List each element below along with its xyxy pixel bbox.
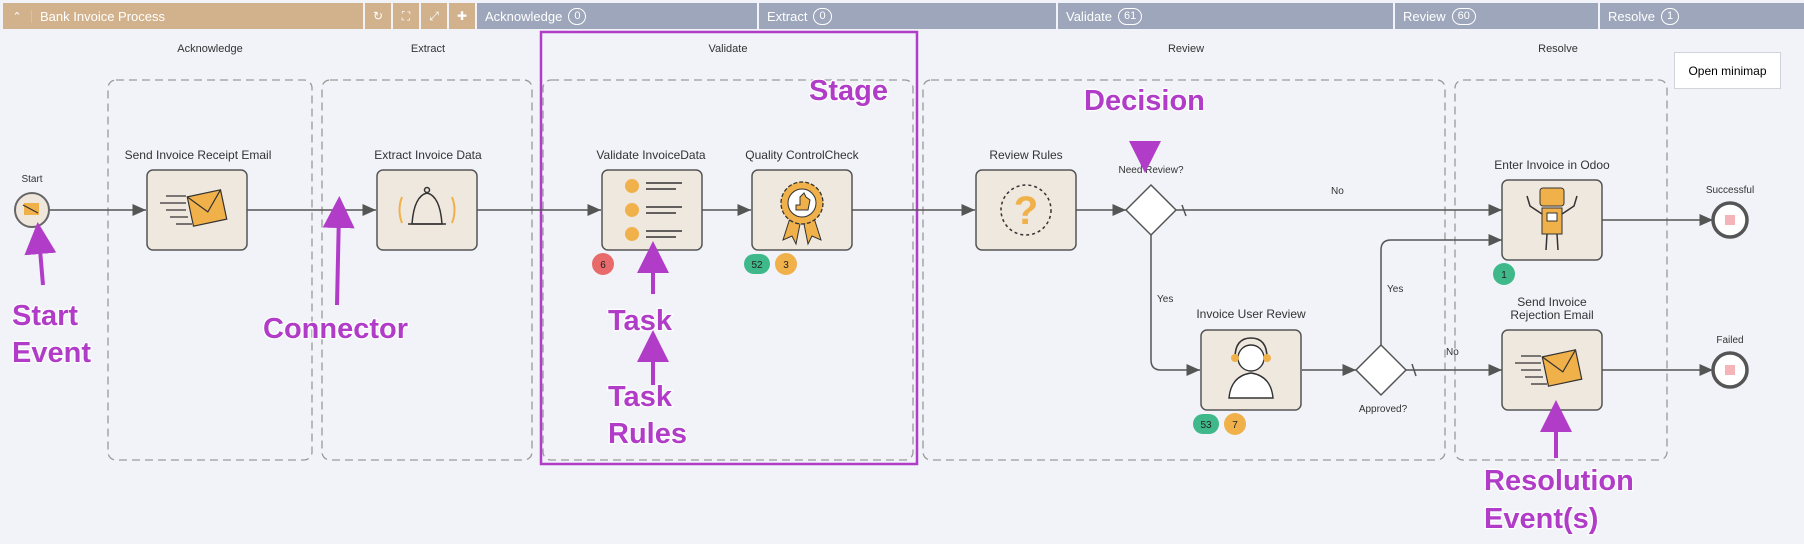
task-enter-invoice-odoo[interactable] (1501, 179, 1603, 261)
gateway-need-review[interactable] (1124, 183, 1178, 237)
badge-text: 1 (1501, 270, 1507, 281)
stage-label-acknowledge: Acknowledge (177, 43, 242, 55)
fullscreen-icon[interactable]: ⤢ (421, 3, 447, 29)
task-invoice-user-review[interactable] (1200, 329, 1302, 411)
badge-text: 53 (1200, 420, 1212, 431)
stage-label-validate: Validate (709, 43, 748, 55)
top-toolbar: ⌃ Bank Invoice Process ↻ ⛶ ⤢ ✚ Acknowled… (0, 0, 1804, 31)
tab-extract[interactable]: Extract 0 (759, 3, 1056, 29)
annotation-stage: Stage (809, 75, 888, 107)
process-header[interactable]: ⌃ Bank Invoice Process (3, 3, 363, 29)
envelope-icon (160, 189, 228, 227)
tab-acknowledge[interactable]: Acknowledge 0 (477, 3, 757, 29)
robot-icon (1526, 187, 1578, 251)
refresh-icon[interactable]: ↻ (365, 3, 391, 29)
start-label: Start (21, 174, 42, 185)
stage-box-review (922, 79, 1446, 461)
start-event[interactable] (14, 192, 50, 228)
badge-orange-count[interactable]: 7 (1224, 413, 1246, 435)
annotation-resolution-events: Resolution (1484, 465, 1634, 497)
add-icon[interactable]: ✚ (449, 3, 475, 29)
bell-icon (398, 186, 456, 225)
task-label-user-review: Invoice User Review (1196, 307, 1306, 321)
task-label-quality: Quality ControlCheck (745, 148, 859, 162)
task-validate-invoice-data[interactable] (601, 169, 703, 251)
edge-label-no: No (1446, 347, 1459, 358)
stage-label-resolve: Resolve (1538, 43, 1578, 55)
annotation-start-event: Start (12, 300, 78, 332)
task-label-enter-odoo: Enter Invoice in Odoo (1494, 158, 1610, 172)
tab-label: Extract (767, 8, 808, 24)
tab-count: 60 (1451, 7, 1476, 25)
task-label-extract: Extract Invoice Data (374, 148, 482, 162)
badge-text: 3 (783, 260, 789, 271)
gateway-label-approved: Approved? (1359, 404, 1408, 415)
task-label-send-receipt: Send Invoice Receipt Email (125, 148, 272, 162)
badge-green-count[interactable]: 52 (744, 254, 770, 274)
stage-box-validate (542, 79, 914, 461)
annotation-connector: Connector (263, 313, 408, 345)
annotation-task-rules: Task (608, 381, 673, 413)
tab-count: 0 (568, 7, 587, 25)
stage-box-acknowledge (107, 79, 313, 461)
annotation-task-rules: Rules (608, 418, 687, 450)
tab-validate[interactable]: Validate 61 (1058, 3, 1393, 29)
stage-box-extract (321, 79, 533, 461)
tab-count: 61 (1118, 7, 1143, 25)
process-title: Bank Invoice Process (40, 8, 166, 24)
chevron-up-icon[interactable]: ⌃ (3, 9, 32, 23)
tab-count: 1 (1660, 7, 1680, 25)
badge-green-count[interactable]: 1 (1493, 263, 1515, 285)
award-badge-icon (780, 181, 824, 246)
edge-label-no: No (1331, 186, 1344, 197)
tab-label: Resolve (1608, 8, 1655, 24)
stage-highlight (539, 30, 919, 466)
task-extract-invoice-data[interactable] (376, 169, 478, 251)
task-quality-control-check[interactable] (751, 169, 853, 251)
tab-label: Review (1403, 8, 1446, 24)
annotation-task: Task (608, 305, 673, 337)
gateway-label-need-review: Need Review? (1118, 165, 1183, 176)
badge-orange-count[interactable]: 3 (775, 253, 797, 275)
task-send-receipt-email[interactable] (146, 169, 248, 251)
edge-label-yes: Yes (1157, 294, 1173, 305)
annotation-resolution-events: Event(s) (1484, 503, 1598, 535)
task-label-rejection-2: Rejection Email (1510, 308, 1593, 322)
annotation-start-event: Event (12, 337, 91, 369)
task-label-review-rules: Review Rules (989, 148, 1062, 162)
checklist-icon (625, 179, 682, 241)
question-icon: ? (1000, 184, 1052, 236)
badge-text: 52 (751, 260, 763, 271)
badge-text: 7 (1232, 420, 1238, 431)
badge-green-count[interactable]: 53 (1193, 414, 1219, 434)
stage-label-extract: Extract (411, 43, 445, 55)
svg-text:?: ? (1014, 189, 1038, 233)
open-minimap-button[interactable]: Open minimap (1674, 52, 1781, 89)
gateway-approved[interactable] (1354, 343, 1408, 397)
task-send-rejection-email[interactable] (1501, 329, 1603, 411)
badge-text: 6 (600, 260, 606, 271)
tab-review[interactable]: Review 60 (1395, 3, 1598, 29)
annotation-decision: Decision (1084, 85, 1205, 117)
tab-count: 0 (813, 7, 832, 25)
badge-red-count[interactable]: 6 (592, 253, 614, 275)
tab-label: Acknowledge (485, 8, 563, 24)
task-review-rules[interactable]: ? (975, 169, 1077, 251)
end-label-failed: Failed (1716, 335, 1743, 346)
tab-resolve[interactable]: Resolve 1 (1600, 3, 1804, 29)
support-agent-icon (1228, 337, 1274, 399)
stage-box-resolve (1454, 79, 1668, 461)
tab-label: Validate (1066, 8, 1113, 24)
task-label-validate: Validate InvoiceData (596, 148, 706, 162)
end-event-successful[interactable] (1711, 201, 1749, 239)
fit-view-icon[interactable]: ⛶ (393, 3, 419, 29)
end-label-successful: Successful (1706, 185, 1754, 196)
task-label-rejection-1: Send Invoice (1517, 295, 1587, 309)
envelope-icon (1515, 349, 1583, 387)
end-event-failed[interactable] (1711, 351, 1749, 389)
edge-label-yes: Yes (1387, 284, 1403, 295)
stage-label-review: Review (1168, 43, 1204, 55)
